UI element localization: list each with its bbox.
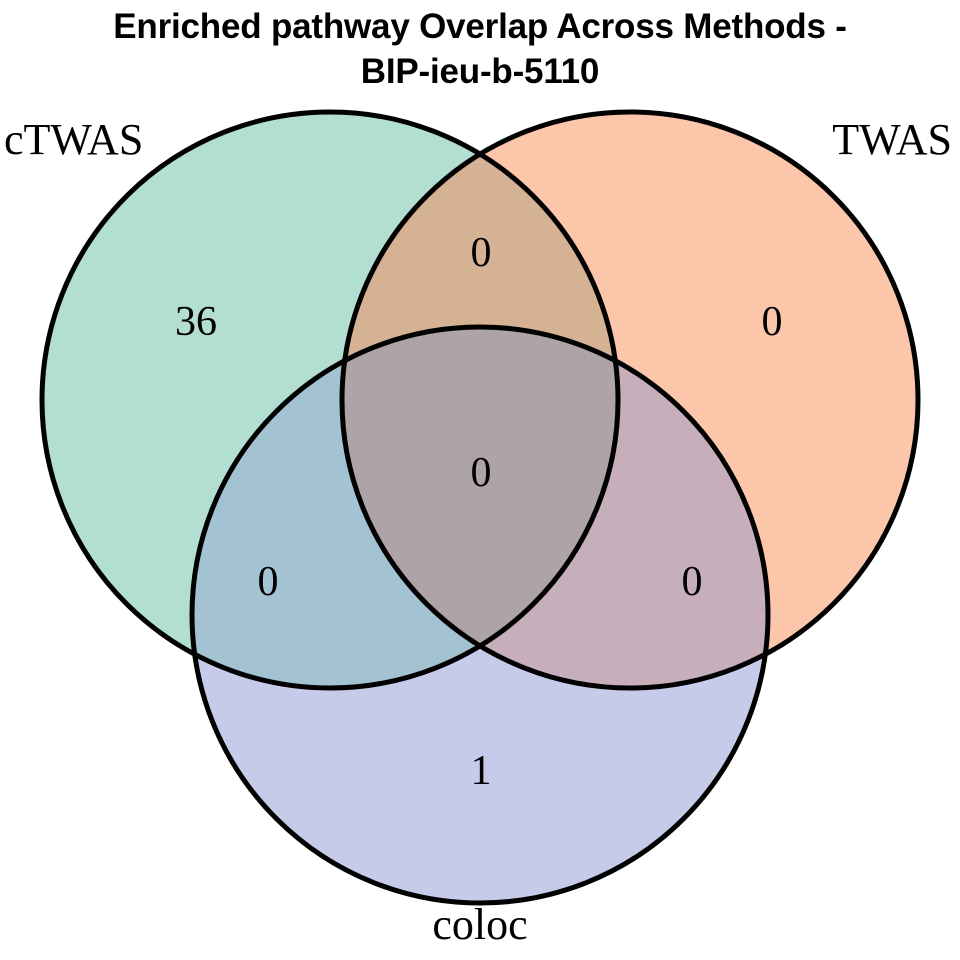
count-twas-only: 0 [761,299,783,345]
set-label-ctwas: cTWAS [4,115,144,164]
overlap-all-three [342,327,618,688]
count-twas-coloc: 0 [681,559,703,605]
count-all-three: 0 [470,450,492,496]
set-label-twas: TWAS [832,115,952,164]
venn-outline-ctwas [39,109,621,691]
count-ctwas-coloc: 0 [257,559,279,605]
chart-title-line-1: Enriched pathway Overlap Across Methods … [113,7,847,46]
count-ctwas-only: 36 [175,299,217,345]
venn-outline-coloc [189,324,771,906]
chart-title: Enriched pathway Overlap Across Methods … [0,0,960,94]
venn-outline-twas [339,109,921,691]
count-ctwas-twas: 0 [470,230,492,276]
count-coloc-only: 1 [470,748,492,794]
set-label-coloc: coloc [432,900,528,949]
chart-title-line-2: BIP-ieu-b-5110 [360,52,600,91]
